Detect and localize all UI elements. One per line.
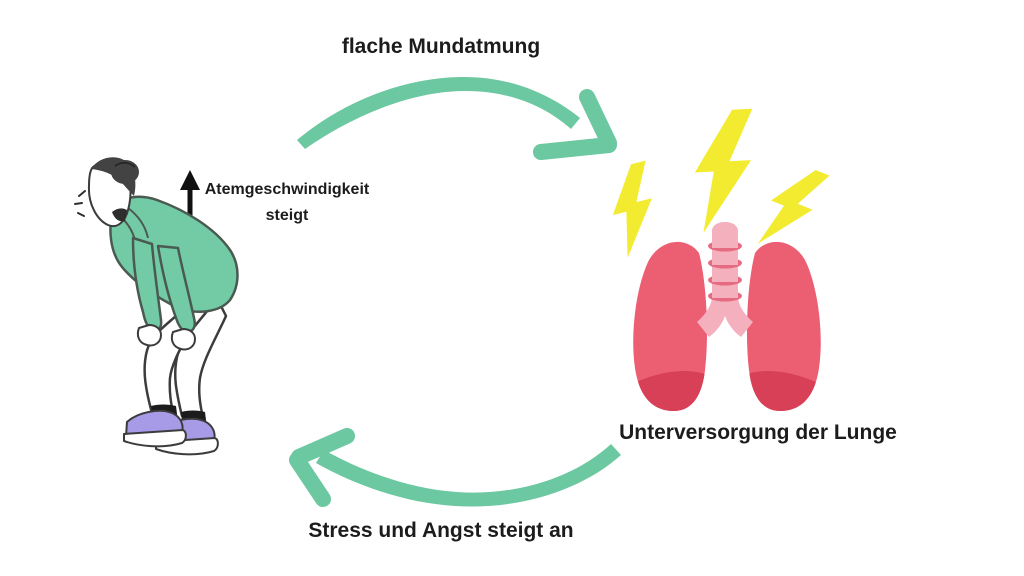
label-stress-anxiety-rises: Stress und Angst steigt an [308,519,574,542]
label-breathing-speed-rises: Atemgeschwindigkeit steigt [204,181,370,224]
person-bent-over-illustration [74,157,239,456]
lightning-bolt-icon [612,108,830,258]
cycle-arrow-bottom [289,428,621,507]
lungs-illustration [633,222,821,412]
label-shallow-mouth-breathing: flache Mundatmung [341,35,541,58]
cycle-arrow-top [297,76,617,160]
label-lung-undersupply: Unterversorgung der Lunge [619,421,897,444]
breath-marks-icon [74,190,86,217]
